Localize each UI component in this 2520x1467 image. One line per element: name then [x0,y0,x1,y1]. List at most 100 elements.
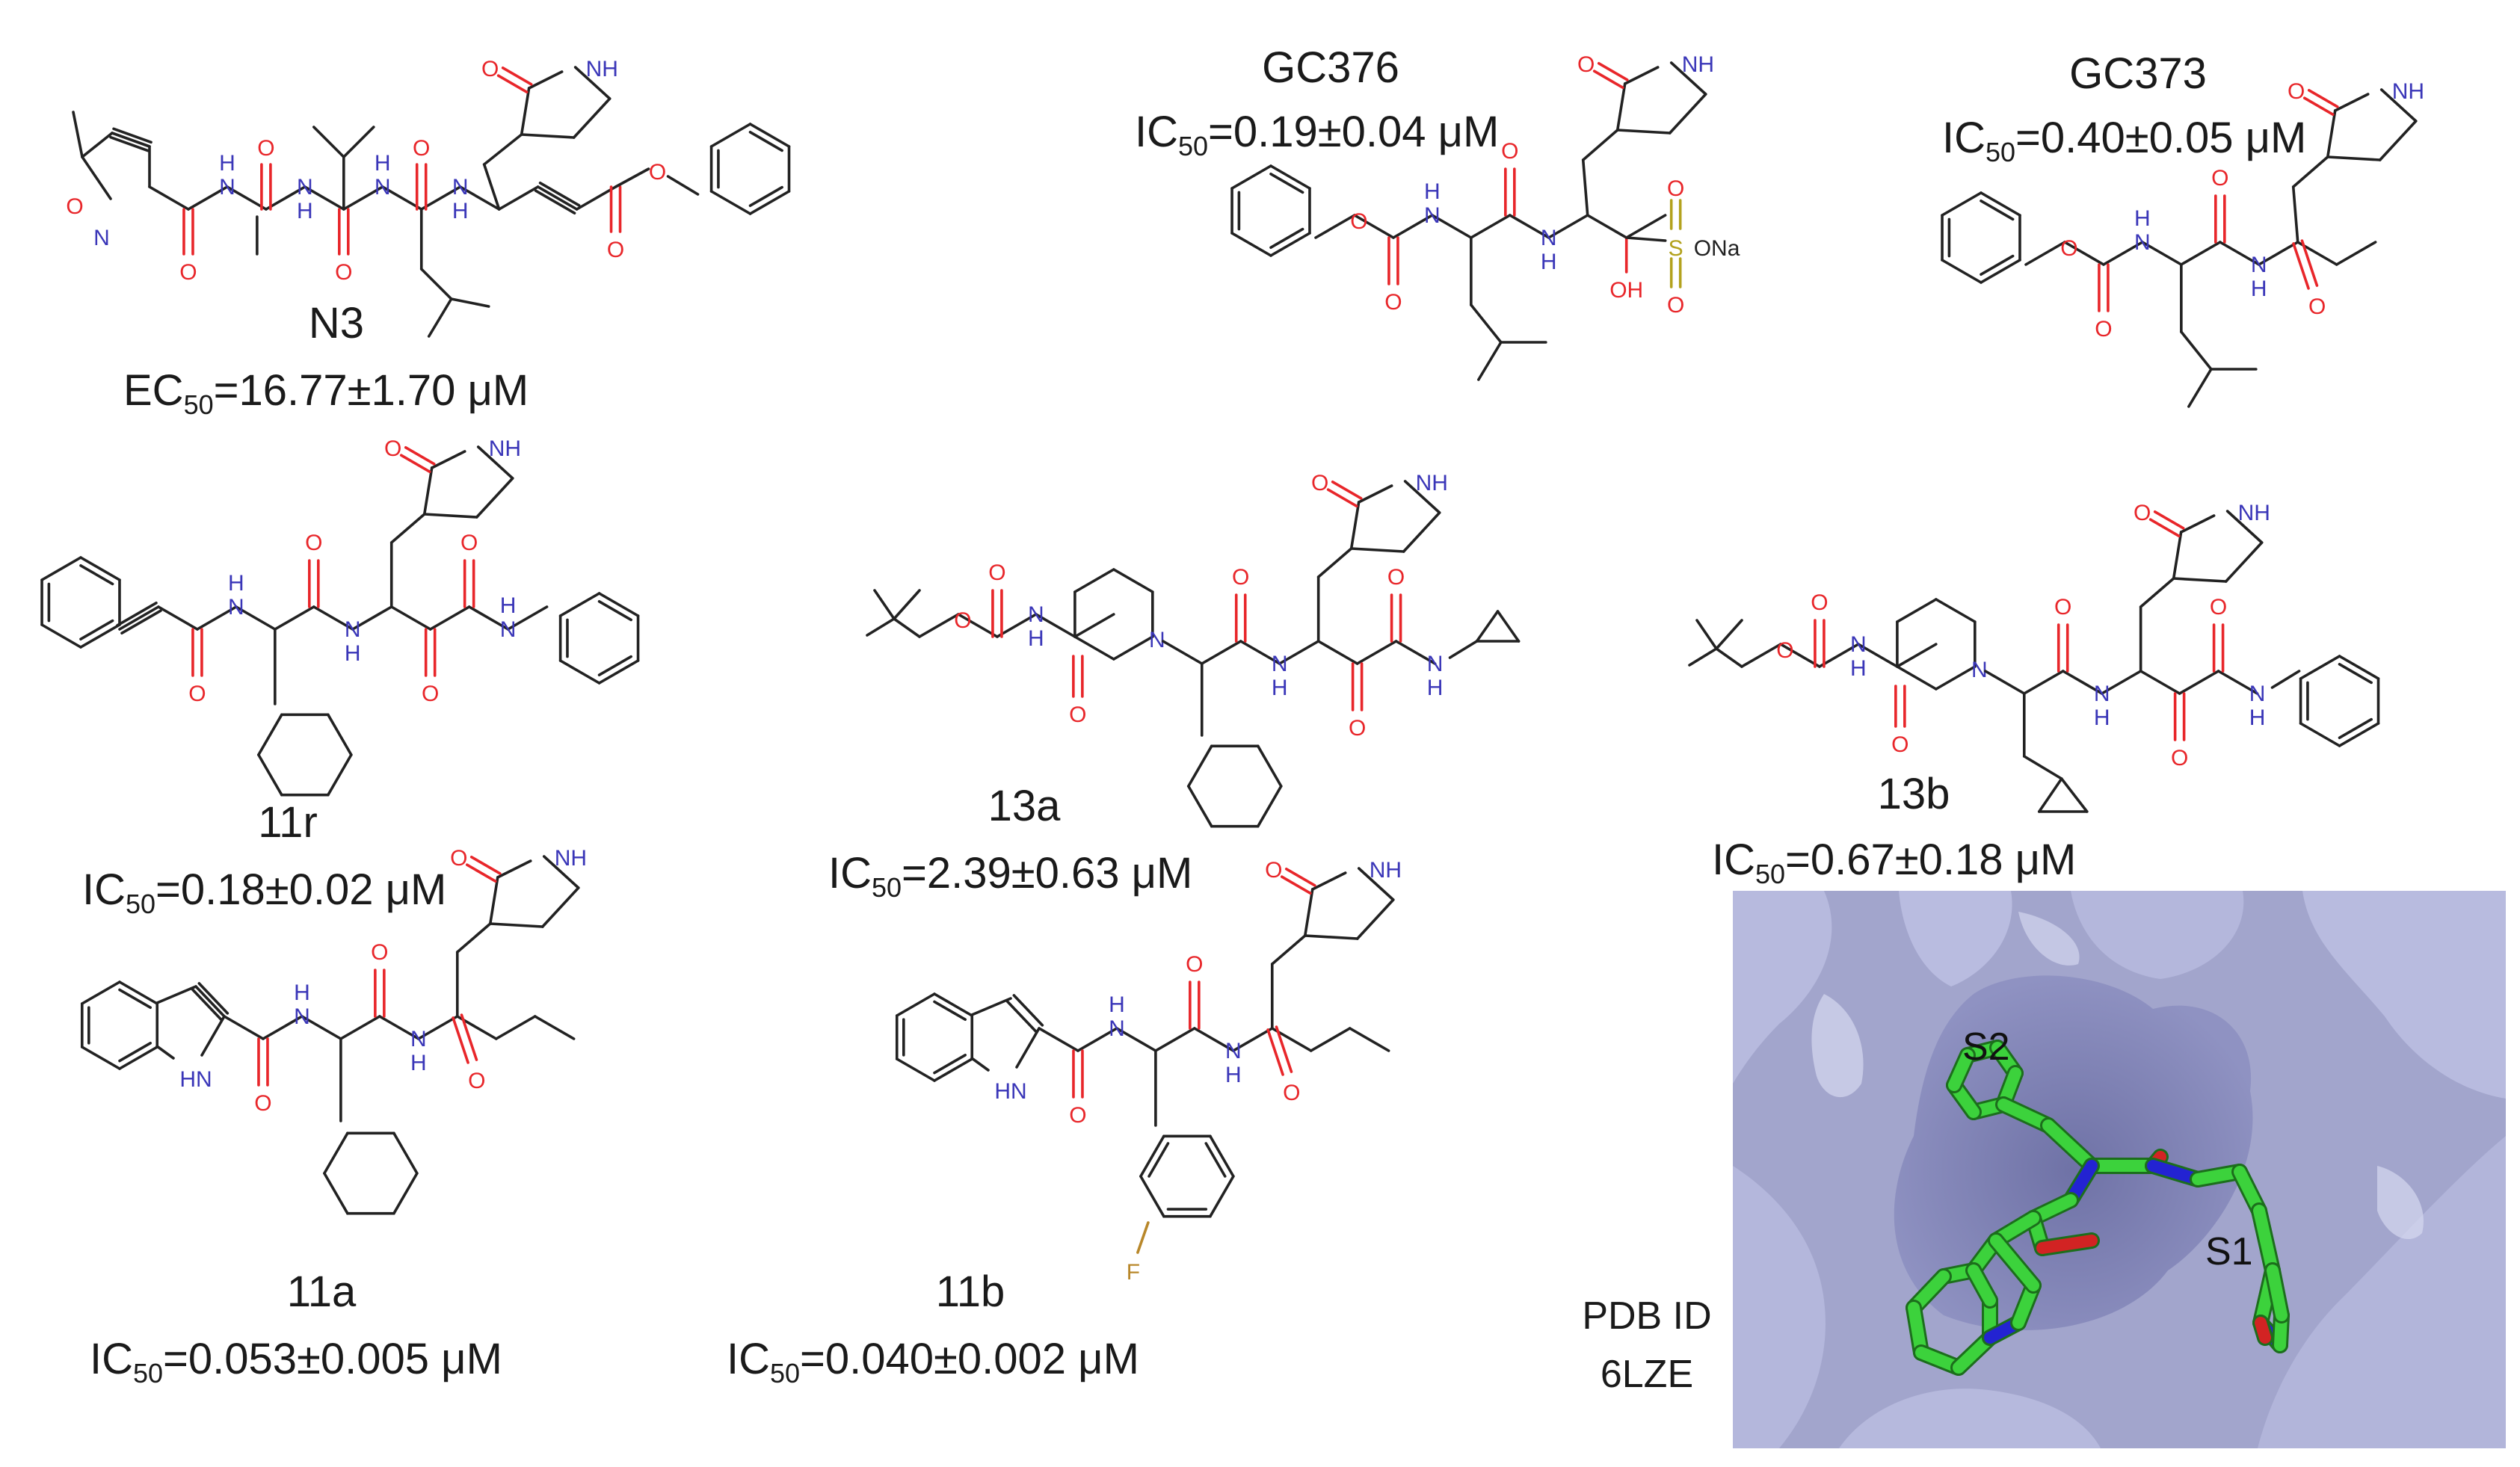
bond [155,1045,175,1060]
bond [1448,640,1479,659]
bond [120,609,162,634]
atom-label: H [1424,179,1441,204]
bond [1073,568,1115,593]
bond [496,74,529,93]
ligand-bond [2267,1264,2288,1321]
compound-name-11r: 11r [258,798,318,847]
bond [72,111,84,158]
bond [1896,598,1938,623]
compound-activity-11a: IC50=0.053±0.005 μM [90,1335,502,1389]
bond [1980,254,2015,277]
atom-label: O [384,436,401,461]
atom-label: O [450,846,467,871]
bond [1615,129,1672,135]
bond [452,1016,469,1064]
atom-label: H [2251,277,2267,301]
bond [1232,1027,1274,1052]
bond [918,613,960,638]
atom-label: N [1272,652,1288,676]
bond [1715,619,1743,650]
atom-label: H [1541,250,1557,274]
atom-label: H [1028,626,1044,651]
bond [1941,259,1983,284]
atom-label: O [1776,638,1793,663]
bond [482,163,501,211]
surface-highlight [2377,1166,2424,1240]
bond [1269,227,1304,250]
bond [2219,241,2261,266]
bond [1980,191,2021,217]
atom-label: NH [586,57,618,81]
bond [893,589,921,620]
atom-label: H [297,199,313,223]
atom-label: H [452,199,469,223]
bond [79,619,114,641]
bond [2257,241,2299,266]
compound-activity-13b: IC50=0.67±0.18 μM [1712,836,2076,889]
bond [274,605,315,631]
bond [1204,1142,1227,1178]
bond [1266,1028,1284,1076]
atom-label: O [481,57,499,81]
bond [1348,1027,1390,1052]
atom-label: N [345,617,361,642]
bond [1688,647,1718,667]
bond [1597,62,1629,81]
atom-label: O [179,260,197,285]
atom-label: N [375,175,391,200]
atom-label: N [500,617,517,642]
atom-label: O [1667,293,1684,318]
bond [392,1131,419,1175]
bond [79,556,121,581]
atom-label: O [2171,746,2188,770]
bond [597,599,632,622]
bond [399,454,431,473]
atom-label: O [413,136,430,161]
bond [1477,341,1503,381]
bond [1623,66,1660,85]
atom-label: NH [1682,52,1714,77]
atom-label: O [1387,565,1405,590]
bond [2291,185,2299,244]
atom-label: H [2094,705,2110,730]
bond [488,876,499,925]
bond [2022,755,2063,780]
bond [1139,1175,1165,1218]
compound-name-13b: 13b [1878,770,1950,818]
bond [1581,158,1589,217]
atom-label: O [460,531,478,555]
compound-activity-13a: IC50=2.39±0.63 μM [828,849,1192,903]
bond [1316,640,1359,665]
bond [1935,598,1977,623]
bond [895,1057,936,1082]
bond [1349,547,1405,553]
atom-label: N [2094,682,2110,706]
bond [2299,655,2341,680]
atom-label: O [954,608,971,633]
atom-label: H [500,593,517,618]
compound-activity-n3: EC50=16.77±1.70 μM [123,366,529,420]
bond [748,190,791,215]
bond [194,985,226,1018]
pdb-label: PDB ID 6LZE [1582,1294,1711,1396]
bond [1470,214,1512,239]
bond [465,863,497,883]
bond [996,613,1038,638]
atom-label: OH [1609,278,1643,303]
atom-label: O [422,682,439,706]
bond [2148,518,2181,537]
atom-label: O [2095,317,2112,342]
surface-lobe [1733,1166,1826,1448]
bond [1200,640,1242,665]
bond [873,589,896,620]
bond [1715,647,1743,668]
atom-label: H [219,151,235,176]
bond [460,1013,478,1061]
bond [709,123,752,148]
pdb-id-label: PDB ID [1582,1294,1711,1338]
bond [2180,241,2222,266]
